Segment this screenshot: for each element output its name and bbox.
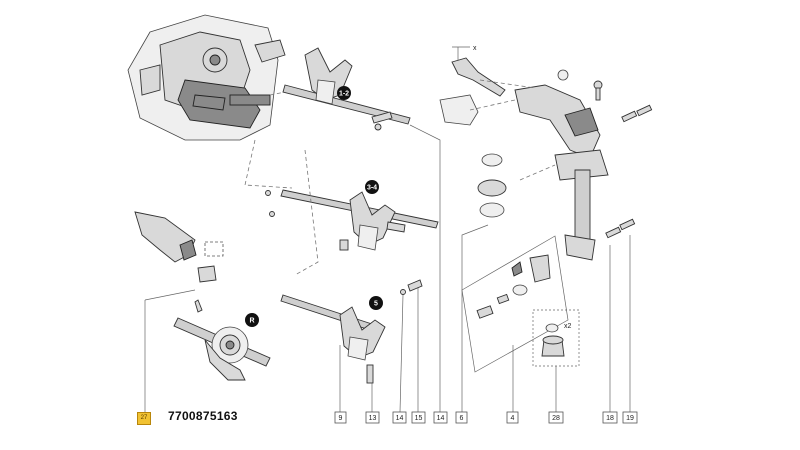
part-number-label: 7700875163 (168, 409, 238, 423)
gear-label-1-2-circle (337, 86, 351, 100)
fork-dash-line (294, 149, 319, 276)
lever-dash-line (469, 79, 556, 181)
gear-label-5: 5 (374, 301, 378, 308)
gear-label-3-4: 3-4 (367, 185, 377, 192)
reverse-dashed-box (204, 241, 224, 257)
highlight-callout-27[interactable]: 27 (137, 412, 151, 425)
callout-13: 13 (369, 415, 377, 422)
x-mark: x (473, 45, 477, 52)
gear-label-r: R (249, 318, 254, 325)
qty-mark: x2 (564, 323, 572, 330)
gear-label-3-4-circle (365, 180, 379, 194)
callout-14b: 14 (437, 415, 445, 422)
callout-14a-box (392, 411, 407, 424)
selector-fork-3-4 (265, 189, 439, 251)
callout-6: 6 (460, 415, 464, 422)
callout-6-box (455, 411, 468, 424)
callout-14a: 14 (396, 415, 404, 422)
callout-15: 15 (415, 415, 423, 422)
callout-row: 9 13 14 15 14 6 4 28 18 19 (334, 411, 638, 424)
gear-lever-assembly (439, 57, 653, 261)
callout-9: 9 (339, 415, 343, 422)
callout-19-box (622, 411, 638, 424)
gear-label-5-circle (369, 296, 383, 310)
callout-28: 28 (552, 415, 560, 422)
callout-18-box (602, 411, 618, 424)
callout-9-box (334, 411, 347, 424)
callout-13-box (365, 411, 380, 424)
selector-fork-1-2 (282, 47, 411, 131)
x-mark-line (452, 46, 470, 60)
callout-4-box (506, 411, 519, 424)
callout-18: 18 (606, 415, 614, 422)
selector-fork-5 (280, 279, 423, 384)
callout-19: 19 (626, 415, 634, 422)
callout-4: 4 (511, 415, 515, 422)
callout-leaders (144, 124, 631, 413)
housing-dash-line (244, 139, 293, 189)
bushing-detail (532, 309, 580, 367)
gearbox-housing (127, 14, 286, 141)
callout-28-box (548, 411, 564, 424)
callout-15-box (411, 411, 426, 424)
gear-label-r-circle (245, 313, 259, 327)
reverse-gear-assembly (134, 211, 271, 381)
gear-label-1-2: 1-2 (339, 91, 349, 98)
detent-group (461, 235, 569, 373)
callout-14b-box (433, 411, 448, 424)
